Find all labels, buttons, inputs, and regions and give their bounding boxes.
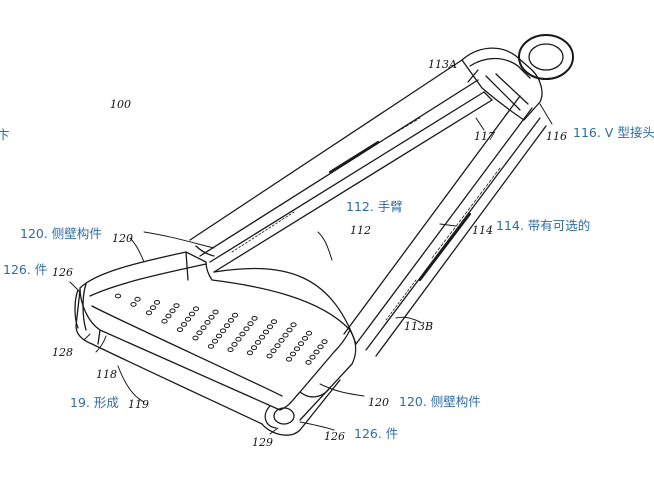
perforation-hole [246, 350, 254, 356]
perforation-hole [235, 336, 242, 342]
perforation-hole [250, 345, 258, 351]
annotation-112-arm: 112. 手臂 [346, 199, 403, 214]
perforation-hole [161, 318, 168, 324]
perforation-hole [313, 349, 320, 355]
perforation-hole [165, 313, 172, 319]
perforation-hole [219, 328, 227, 334]
perforation-hole [309, 354, 316, 360]
perforation-hole [231, 342, 238, 347]
annotation-116-v-joint: 116. V 型接头 [573, 125, 654, 140]
ref-116: 116 [546, 130, 567, 143]
perforation-hole [176, 327, 184, 333]
ref-119: 119 [128, 398, 149, 411]
ref-114: 114 [472, 224, 493, 237]
perforation-hole [289, 351, 297, 357]
inner-v-edge [213, 91, 493, 345]
perforation-hole [317, 344, 324, 350]
side-wall-left [74, 283, 87, 331]
edge-glyph: 卞 [0, 127, 10, 142]
v-joint-head [461, 47, 543, 121]
upper-arm [189, 59, 493, 273]
perforation-hole [239, 331, 246, 337]
perforation-hole [258, 334, 266, 340]
perforation-hole [204, 320, 211, 325]
perforation-hole [231, 312, 239, 318]
ref-129: 129 [252, 436, 273, 449]
ref-118: 118 [96, 368, 117, 381]
perforation-hole [184, 316, 192, 322]
perforation-hole [134, 296, 141, 302]
reference-numerals: 100 113A 116 117 112 114 120 126 128 118… [52, 58, 567, 449]
perforation-hole [215, 333, 223, 339]
perforation-hole [227, 318, 235, 323]
perforation-hole [196, 330, 203, 336]
ref-126: 126 [52, 266, 73, 279]
perforation-hole [285, 356, 293, 362]
perforation-hole [114, 293, 122, 299]
annotation-120-sidewall-top: 120. 侧壁构件 [20, 226, 102, 241]
ref-120-top: 120 [112, 232, 133, 245]
ref-126-bottom: 126 [324, 430, 345, 443]
perforation-hole [293, 346, 301, 352]
perforation-hole [192, 306, 200, 312]
annotation-126-bottom: 126. 件 [354, 426, 399, 441]
perforation-hole [251, 316, 258, 321]
perforation-hole [282, 332, 289, 338]
perforation-hole [274, 343, 281, 349]
front-lip [261, 379, 341, 436]
ref-113a: 113A [428, 58, 457, 71]
ring-loop [518, 34, 574, 80]
perforation-hole [254, 340, 262, 345]
annotation-114-optional: 114. 带有可选的 [496, 218, 591, 233]
perforation-hole [301, 336, 309, 341]
perforation-hole [212, 309, 219, 315]
ref-117: 117 [474, 130, 495, 143]
perforation-hole [305, 360, 312, 365]
perforation-hole [278, 338, 285, 343]
annotation-126-left: 126. 件 [3, 262, 48, 277]
perforation-hole [297, 341, 305, 347]
perforation-hole [266, 353, 273, 359]
perforation-hole [211, 338, 219, 344]
ref-120-bottom: 120 [368, 396, 389, 409]
ref-113b: 113B [404, 320, 433, 333]
perforation-hole [321, 339, 328, 345]
perforation-hole [192, 335, 199, 341]
annotation-19-forming: 19. 形成 [70, 395, 119, 410]
perforation-hole [266, 324, 274, 330]
perforation-hole [286, 327, 293, 333]
spatula-plate [75, 251, 357, 425]
perforation-hole [200, 325, 207, 331]
perforation-hole [208, 314, 215, 320]
perforation-hole [173, 303, 180, 309]
perforation-hole [130, 302, 137, 307]
perforation-hole [180, 322, 188, 327]
perforation-hole [223, 323, 231, 329]
plate-perforations [114, 293, 328, 365]
perforation-hole [290, 322, 297, 328]
leader-lines [69, 103, 553, 435]
perforation-hole [188, 311, 196, 317]
ref-112: 112 [350, 224, 371, 237]
perforation-hole [153, 300, 161, 305]
perforation-hole [207, 344, 215, 349]
perforation-hole [247, 321, 254, 327]
perforation-hole [270, 319, 278, 325]
annotation-120-sidewall-bottom: 120. 侧壁构件 [399, 394, 481, 409]
ref-100: 100 [110, 98, 131, 111]
perforation-hole [227, 347, 234, 353]
perforation-hole [149, 305, 157, 311]
ref-128: 128 [52, 346, 73, 359]
perforation-hole [270, 348, 277, 354]
perforation-hole [243, 326, 250, 332]
perforation-hole [305, 330, 313, 336]
perforation-hole [169, 308, 176, 314]
perforation-hole [262, 329, 270, 335]
perforation-hole [145, 310, 153, 316]
